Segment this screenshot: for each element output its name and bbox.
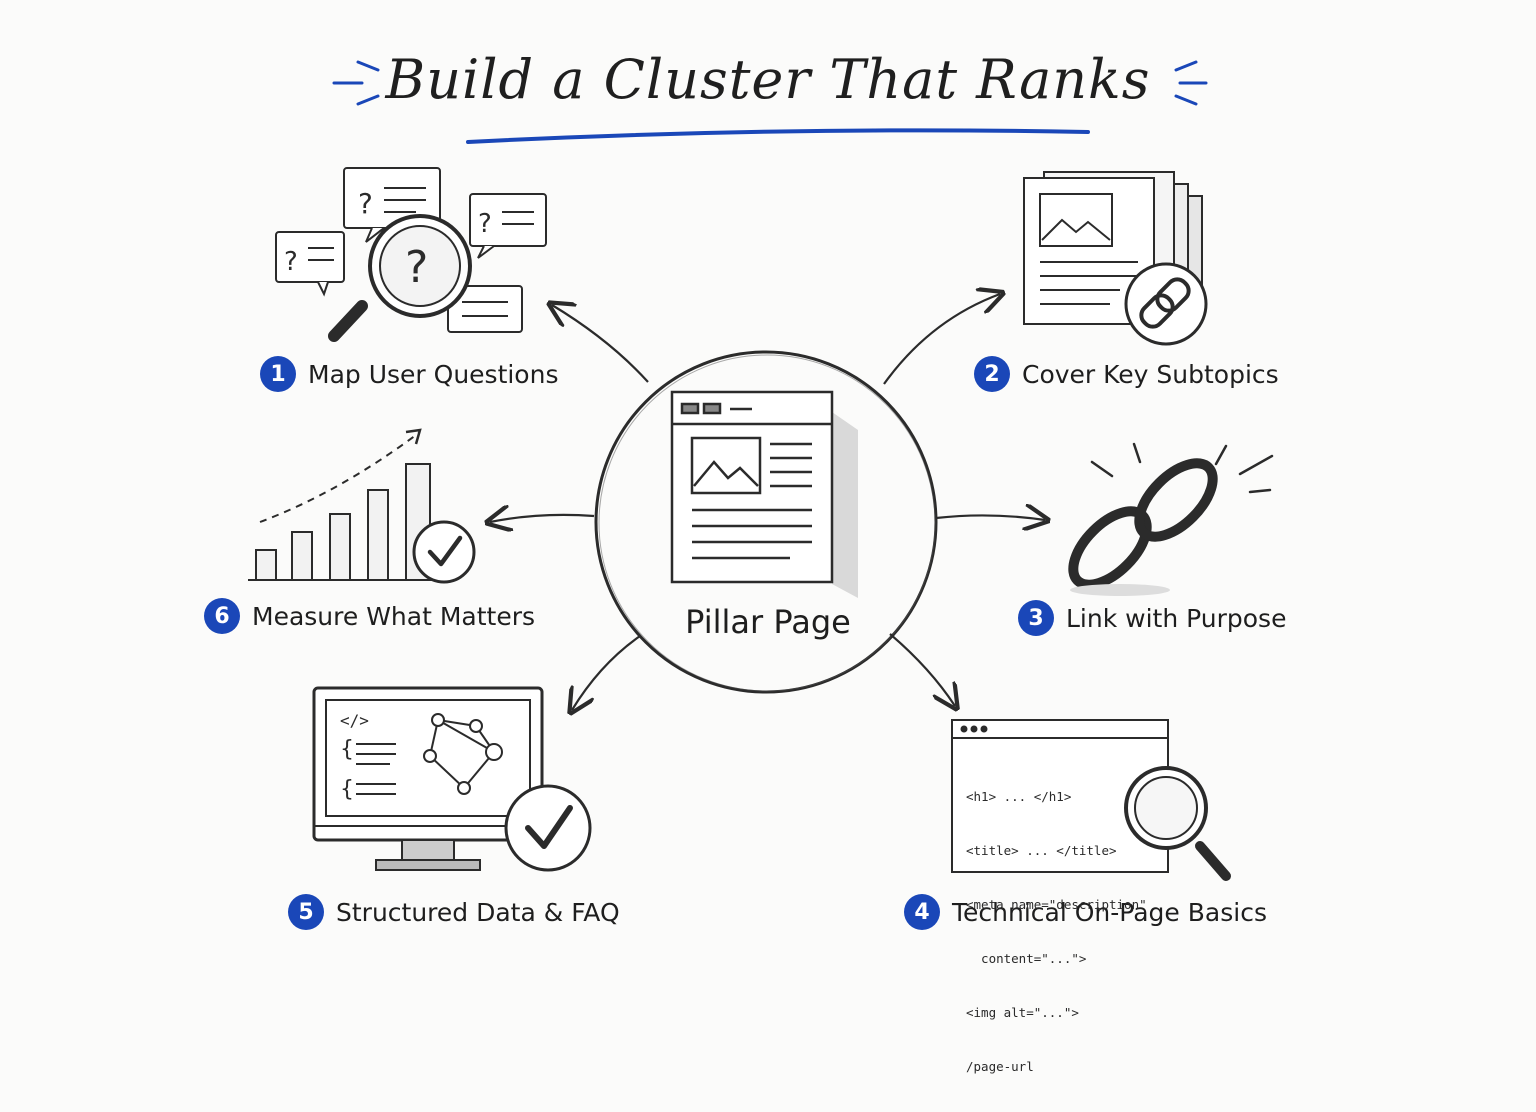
pillar-page-circle: [594, 350, 938, 694]
documents-link-icon: [1023, 171, 1208, 346]
title-sparkle-left: [332, 60, 380, 106]
code-line: <meta name="description": [966, 897, 1147, 912]
svg-text:?: ?: [284, 247, 298, 277]
step-5-label: Structured Data & FAQ: [336, 897, 620, 927]
diagram-title: Build a Cluster That Ranks: [385, 48, 1151, 111]
monitor-code-tag: </>: [340, 711, 369, 730]
web-page-icon: [670, 390, 858, 598]
step-5-structured-data-faq: 5 Structured Data & FAQ: [288, 894, 620, 930]
step-4-badge: 4: [904, 894, 940, 930]
html-code-snippet: <h1> ... </h1> <title> ... </title> <met…: [966, 752, 1147, 1112]
title-underline: [466, 128, 1090, 144]
monitor-check-icon: </> { {: [312, 686, 592, 872]
step-2-label: Cover Key Subtopics: [1022, 359, 1279, 389]
code-line: <h1> ... </h1>: [966, 789, 1072, 804]
svg-text:?: ?: [358, 187, 373, 220]
title-sparkle-right: [1174, 60, 1208, 106]
pillar-page-label: Pillar Page: [685, 603, 851, 641]
code-window-magnifier-icon: [951, 719, 1231, 881]
code-line: /page-url: [966, 1059, 1034, 1074]
code-line: content="...">: [966, 951, 1087, 966]
step-4-technical-on-page-basics: 4 Technical On-Page Basics: [904, 894, 1267, 930]
step-2-cover-key-subtopics: 2 Cover Key Subtopics: [974, 356, 1279, 392]
step-6-measure-what-matters: 6 Measure What Matters: [204, 598, 535, 634]
code-line: <img alt="...">: [966, 1005, 1079, 1020]
svg-text:{: {: [340, 777, 354, 802]
step-5-badge: 5: [288, 894, 324, 930]
step-1-label: Map User Questions: [308, 359, 559, 389]
code-line: <title> ... </title>: [966, 843, 1117, 858]
step-3-badge: 3: [1018, 600, 1054, 636]
chain-link-icon: [1068, 442, 1274, 596]
diagram-drawing: ? ? ? ?: [248, 60, 1274, 881]
step-4-label: Technical On-Page Basics: [952, 897, 1267, 927]
svg-text:?: ?: [478, 209, 492, 239]
bar-chart-check-icon: [248, 428, 476, 584]
step-6-label: Measure What Matters: [252, 601, 536, 631]
step-1-map-user-questions: 1 Map User Questions: [260, 356, 558, 392]
svg-text:?: ?: [405, 242, 428, 293]
magnifier-questions-icon: ? ? ? ?: [275, 167, 547, 342]
arrows: [490, 294, 1045, 710]
step-6-badge: 6: [204, 598, 240, 634]
step-3-label: Link with Purpose: [1066, 603, 1287, 633]
step-2-badge: 2: [974, 356, 1010, 392]
svg-text:{: {: [340, 737, 354, 762]
step-1-badge: 1: [260, 356, 296, 392]
step-3-link-with-purpose: 3 Link with Purpose: [1018, 600, 1286, 636]
diagram-canvas: ? ? ? ?: [204, 48, 1286, 1074]
